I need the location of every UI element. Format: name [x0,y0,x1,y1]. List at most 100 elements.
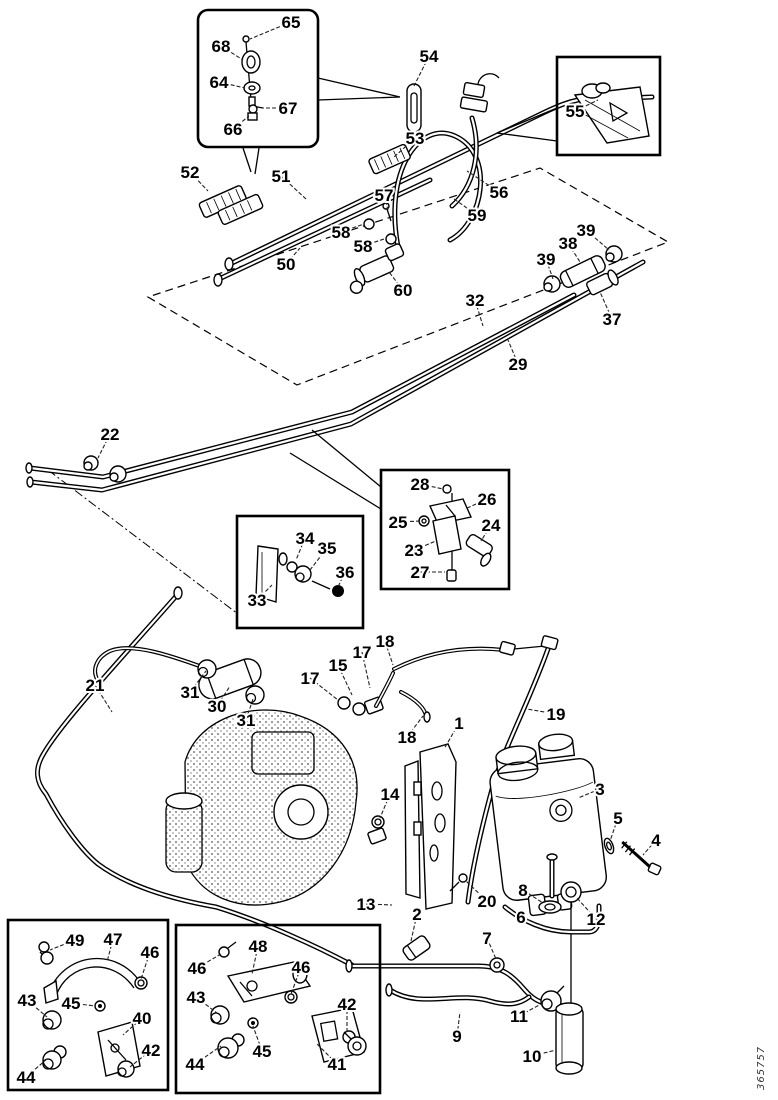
leader-line-56 [466,170,500,193]
callout-54: 54 [420,47,439,66]
callout-26: 26 [478,490,497,509]
fitting-60 [349,243,405,294]
callout-65: 65 [282,13,301,32]
callout-36: 36 [336,563,355,582]
leader-line-8 [522,889,544,904]
leader-line-45 [252,1025,263,1052]
callout-21: 21 [86,676,105,695]
leader-line-20 [465,880,488,902]
callout-42: 42 [142,1041,161,1060]
leader-line-50 [285,247,301,265]
leader-line-46 [140,951,151,980]
leader-line-15 [337,664,353,696]
callout-46: 46 [141,943,160,962]
leader-line-24 [480,524,492,542]
callout-25: 25 [389,513,408,532]
leader-line-64 [218,81,246,89]
callout-45: 45 [253,1042,272,1061]
callout-43: 43 [187,988,206,1007]
callout-53: 53 [406,129,425,148]
pump-assembly [165,709,358,906]
leader-line-25 [397,520,421,523]
callout-39: 39 [537,250,556,269]
leader-line-2 [410,913,418,942]
callout-4: 4 [651,831,661,850]
leader-line-38 [567,242,581,263]
leader-line-19 [526,708,557,715]
leader-line-49 [49,939,76,951]
leader-line-54 [413,55,430,87]
callout-38: 38 [559,234,578,253]
leader-line-9 [456,1011,461,1037]
inset-box-brackets-41-48 [174,923,382,1095]
leader-line-34 [295,537,306,561]
callout-27: 27 [411,563,430,582]
leader-line-14 [379,793,391,819]
callout-13: 13 [357,895,376,914]
callout-18: 18 [398,728,417,747]
callout-17: 17 [301,669,320,688]
inset-box-guard-40-49 [6,918,170,1092]
callout-14: 14 [381,785,400,804]
leader-line-44 [194,1045,222,1065]
callout-5: 5 [613,809,622,828]
callout-20: 20 [478,892,497,911]
callout-58: 58 [332,223,351,242]
callout-44: 44 [17,1068,36,1087]
callout-33: 33 [248,591,267,610]
callout-9: 9 [452,1027,461,1046]
leader-line-39 [545,258,554,280]
callout-24: 24 [482,516,501,535]
callout-3: 3 [595,780,604,799]
leader-line-30 [216,685,231,707]
leader-line-1 [443,722,460,750]
leader-lines [25,21,657,1078]
leader-line-5 [609,817,619,842]
callout-56: 56 [490,183,509,202]
bolt-57 [382,202,392,222]
leader-line-35 [309,547,328,571]
leader-line-36 [337,571,346,588]
leader-line-60 [388,271,404,291]
callout-51: 51 [272,167,291,186]
dashdot-leader [47,469,239,615]
callout-52: 52 [181,163,200,182]
hose-56 [449,73,500,209]
callout-68: 68 [212,37,231,56]
callout-39: 39 [577,221,596,240]
callout-59: 59 [468,206,487,225]
callout-22: 22 [101,425,120,444]
leader-line-48 [251,945,259,975]
leader-line-37 [599,291,613,320]
clamp-39-right [605,245,623,263]
callout-58: 58 [354,237,373,256]
leader-line-53 [392,137,416,159]
callout-28: 28 [411,475,430,494]
callout-11: 11 [510,1007,528,1026]
clamp-22 [83,455,127,483]
callout-19: 19 [547,705,566,724]
leader-line-29 [507,339,519,365]
hose-59 [392,130,484,255]
callout-37: 37 [603,310,622,329]
callout-40: 40 [133,1009,152,1028]
leader-line-39 [585,229,610,251]
leader-line-3 [577,788,601,799]
callout-34: 34 [296,529,315,548]
washer-5 [603,837,615,855]
clamp-52 [198,185,264,225]
callout-10: 10 [523,1047,542,1066]
leader-line-28 [419,483,444,490]
leader-line-66 [232,115,250,130]
callout-45: 45 [62,994,81,1013]
leader-line-55 [574,99,599,112]
leader-line-23 [413,540,437,551]
leader-line-4 [642,839,657,856]
callout-46: 46 [188,959,207,978]
callout-1: 1 [454,714,463,733]
drawing-number: 365757 [756,1046,767,1090]
callout-12: 12 [587,910,606,929]
